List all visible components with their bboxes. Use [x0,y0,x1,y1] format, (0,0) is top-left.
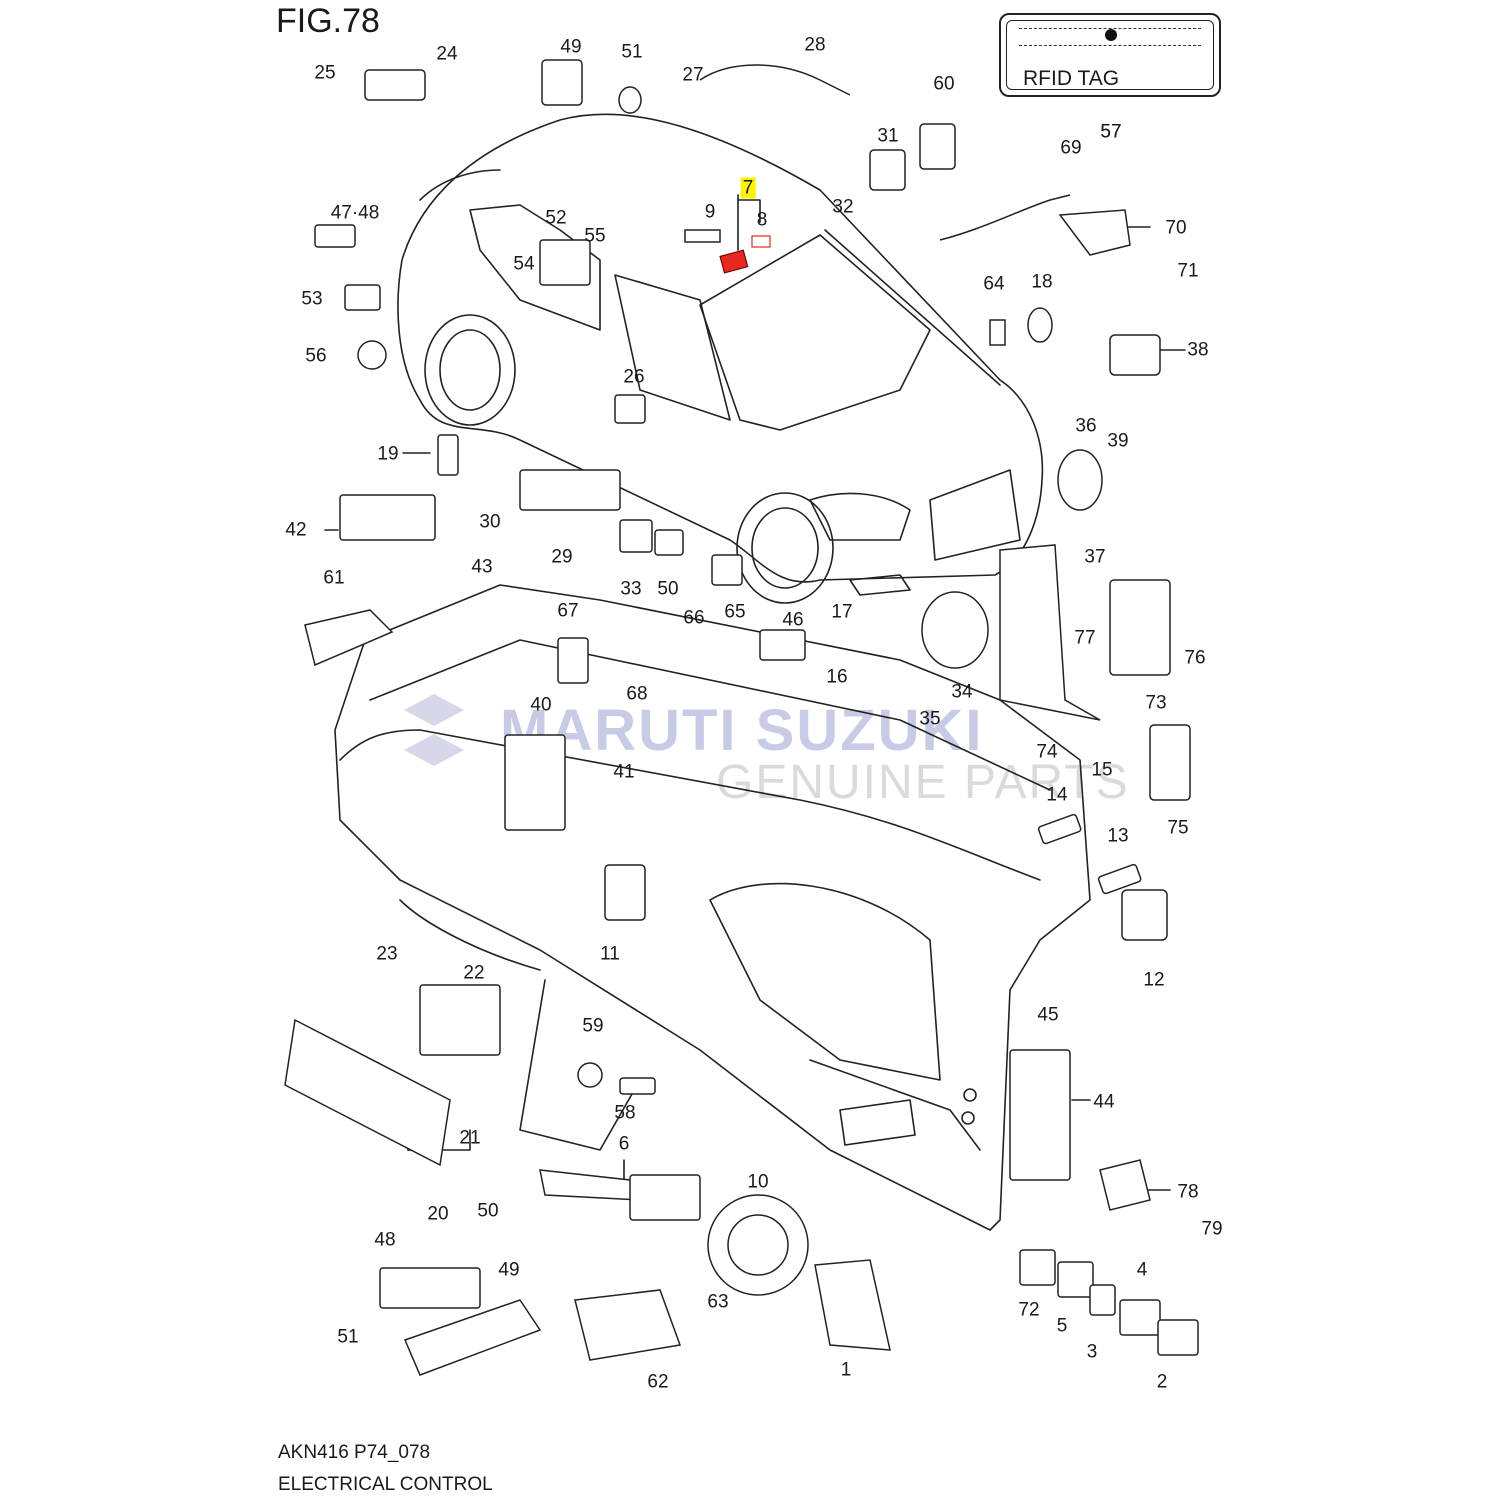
dashboard-outline [334,584,1091,1231]
callout-label: 79 [1201,1218,1223,1240]
callout-label: 11 [600,943,620,965]
callout-label: 67 [557,600,579,622]
callout-label: 12 [1143,969,1165,991]
callout-label: 37 [1084,546,1106,568]
rfid-dot-icon [1105,29,1117,41]
callout-label: 56 [305,345,327,367]
callout-label: 17 [831,601,853,623]
callout-label: 34 [951,681,973,703]
callout-label: 30 [479,511,501,533]
callout-label: 54 [513,253,535,275]
callout-label: 27 [682,64,704,86]
callout-label: 6 [618,1133,630,1155]
footer-code: AKN416 P74_078 [278,1442,431,1463]
callout-label: 60 [933,73,955,95]
callout-label: 35 [919,708,941,730]
callout-label: 44 [1093,1091,1115,1113]
callout-label: 13 [1107,825,1129,847]
callout-label: 40 [530,694,552,716]
callout-label: 72 [1018,1299,1040,1321]
figure-title: FIG.78 [276,2,380,40]
callout-label: 69 [1060,137,1082,159]
callout-label: 26 [623,366,645,388]
suzuki-logo-icon [404,694,464,766]
callout-label: 32 [832,196,854,218]
callout-label: 51 [337,1326,359,1348]
callout-label: 45 [1037,1004,1059,1026]
callout-label: 10 [747,1171,769,1193]
callout-label: 55 [584,225,606,247]
callout-label: 28 [804,34,826,56]
callout-label: 49 [560,36,582,58]
callout-label: 66 [683,607,705,629]
callout-label: 1 [840,1359,852,1381]
callout-label: 19 [377,443,399,465]
watermark-subtitle: GENUINE PARTS [716,756,1130,809]
car-body-outline [397,113,1044,583]
callout-label: 21 [459,1127,481,1149]
callout-label: 48 [374,1229,396,1251]
callout-label: 4 [1136,1259,1148,1281]
callout-label: 65 [724,601,746,623]
callout-label: 7 [740,177,756,199]
callout-label: 2 [1156,1371,1168,1393]
callout-label: 23 [376,943,398,965]
callout-label: 38 [1187,339,1209,361]
callout-label: 50 [657,578,679,600]
callout-label: 62 [647,1371,669,1393]
callout-label: 75 [1167,817,1189,839]
callout-label: 46 [782,609,804,631]
callout-label: 31 [877,125,899,147]
callout-label: 51 [621,41,643,63]
rfid-part-number: 57 [1100,121,1122,143]
callout-label: 9 [704,201,716,223]
callout-label: 78 [1177,1181,1199,1203]
callout-label: 18 [1031,271,1053,293]
callout-label: 39 [1107,430,1129,452]
callout-label: 49 [498,1259,520,1281]
callout-label: 63 [707,1291,729,1313]
callout-label: 5 [1056,1315,1068,1337]
rfid-tag-box: RFID TAG [999,13,1221,97]
callout-label: 57 [1100,121,1122,143]
callout-label: 33 [620,578,642,600]
callout-label: 58 [614,1102,636,1124]
callout-label: 25 [314,62,336,84]
callout-label: 50 [477,1200,499,1222]
callout-label: 42 [285,519,307,541]
callout-label: 24 [436,43,458,65]
callout-label: 29 [551,546,573,568]
callout-label: 43 [471,556,493,578]
callout-label: 41 [613,761,635,783]
rfid-label: RFID TAG [1023,67,1120,90]
callout-label: 20 [427,1203,449,1225]
callout-label: 16 [826,666,848,688]
callout-label: 8 [756,209,768,231]
callout-label: 3 [1086,1341,1098,1363]
callout-label: 22 [463,962,485,984]
callout-label: 52 [545,207,567,229]
callout-label: 73 [1145,692,1167,714]
footer-title: ELECTRICAL CONTROL [278,1474,493,1495]
callout-label: 59 [582,1015,604,1037]
callout-label: 53 [301,288,323,310]
watermark-brand: MARUTI SUZUKI [500,698,984,763]
callout-label: 47·48 [330,202,380,224]
callout-label: 76 [1184,647,1206,669]
callout-label: 36 [1075,415,1097,437]
callout-label: 15 [1091,759,1113,781]
callout-label: 61 [323,567,345,589]
callout-label: 64 [983,273,1005,295]
callout-label: 74 [1036,741,1058,763]
callout-label: 70 [1165,217,1187,239]
callout-label: 77 [1074,627,1096,649]
part-7-highlight [719,249,749,274]
callout-label: 68 [626,683,648,705]
callout-label: 14 [1046,784,1068,806]
callout-label: 71 [1177,260,1199,282]
